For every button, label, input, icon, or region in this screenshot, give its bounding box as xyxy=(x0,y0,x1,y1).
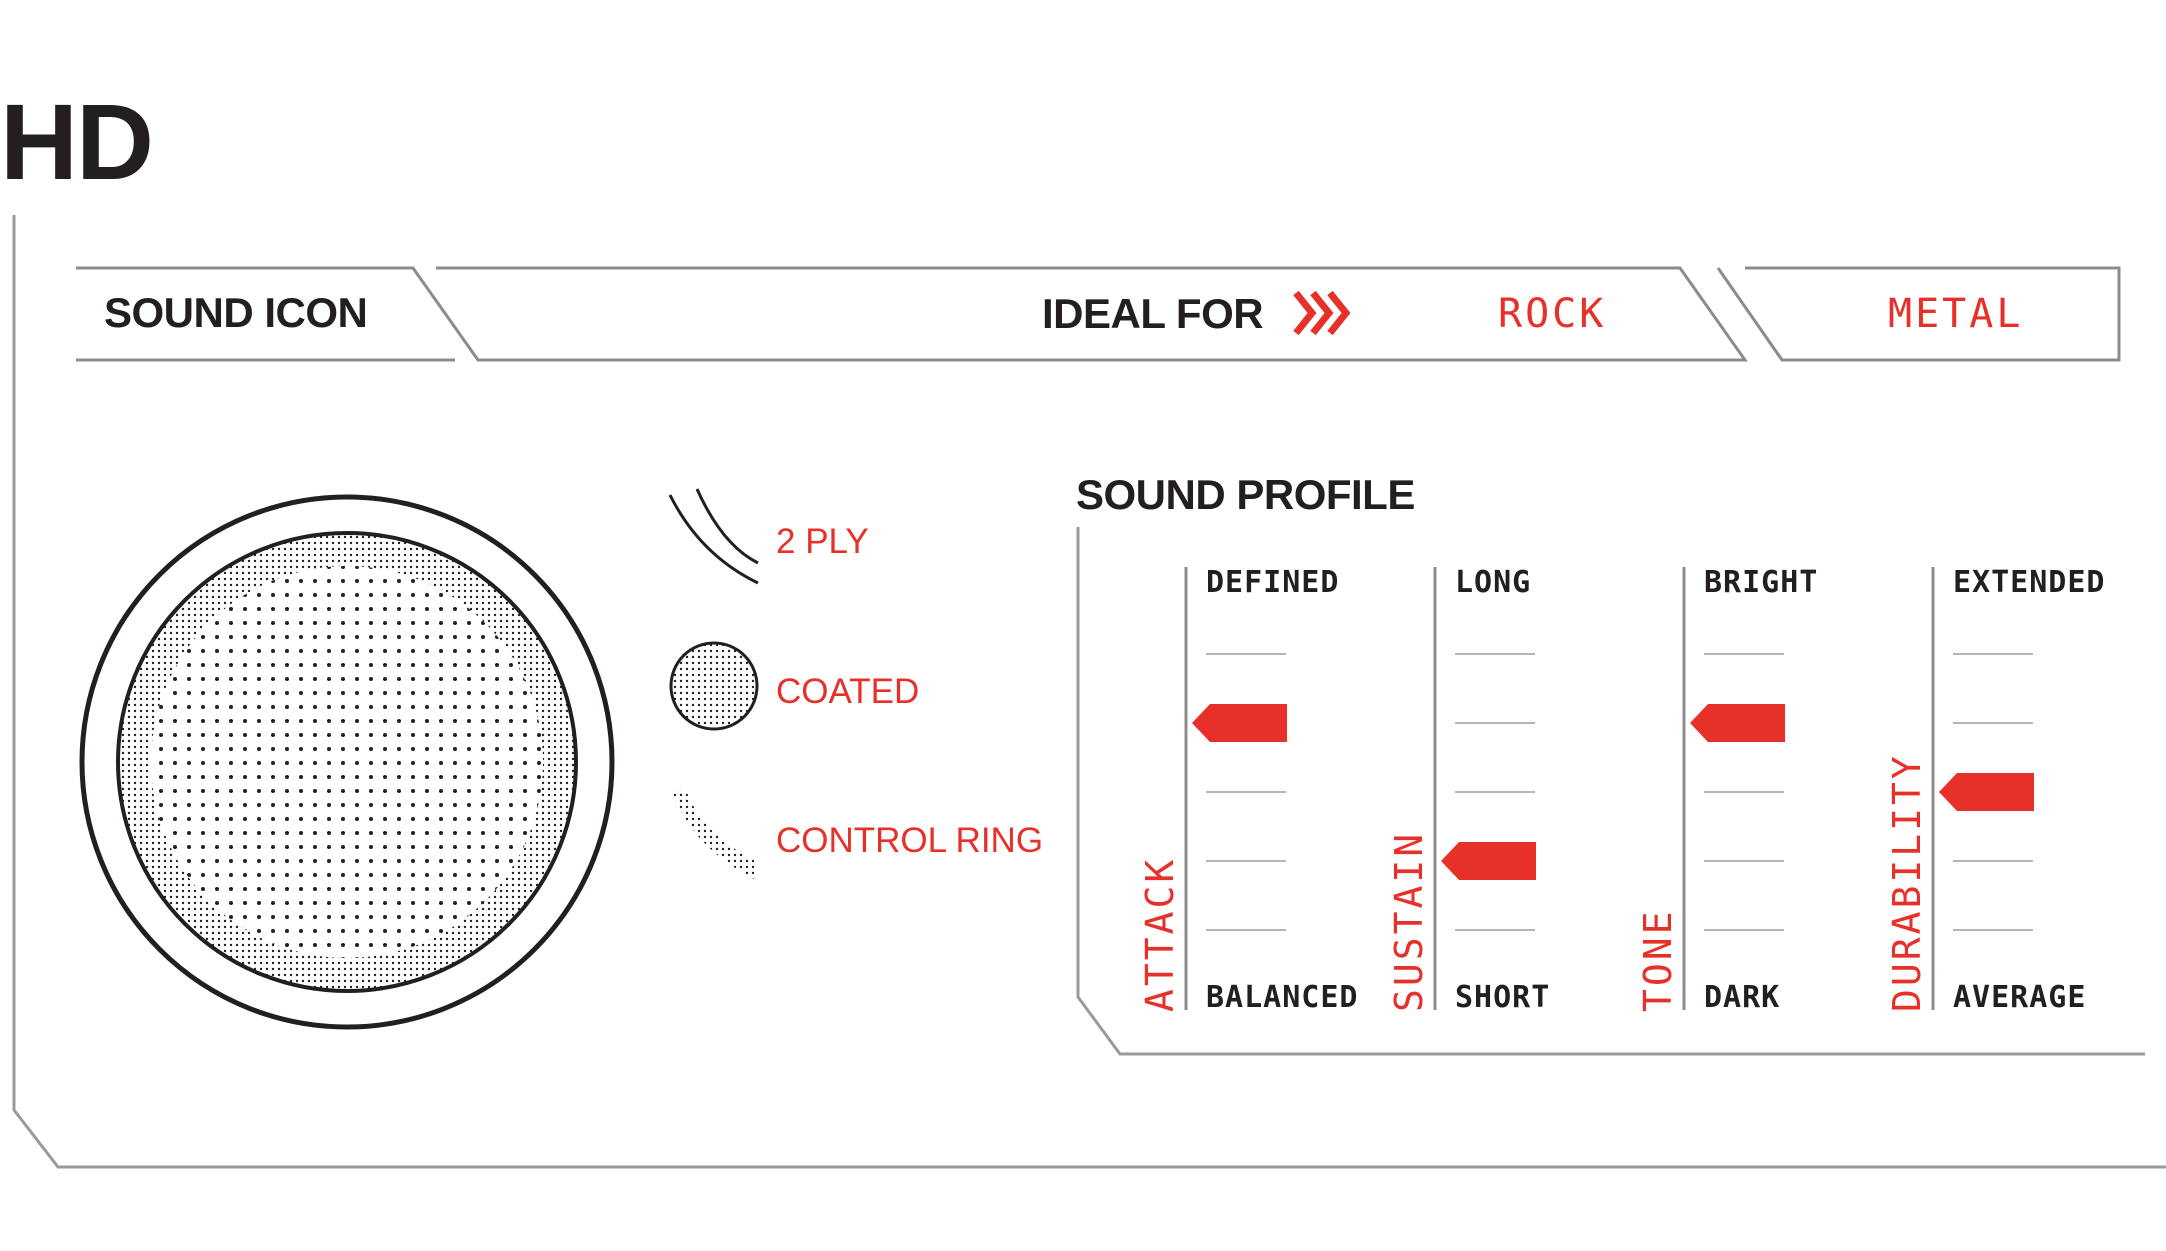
header-bar-main xyxy=(76,266,1748,362)
sustain-top-label: LONG xyxy=(1455,565,1532,600)
sustain-level-indicator xyxy=(1441,842,1536,880)
sound-icon-heading: SOUND ICON xyxy=(104,289,368,336)
durability-scale-name: DURABILITY xyxy=(1885,753,1929,1012)
sound-profile-scales xyxy=(1184,567,2034,1010)
outer-frame xyxy=(12,215,2166,1169)
durability-bottom-label: AVERAGE xyxy=(1953,980,2087,1015)
attack-level-indicator xyxy=(1192,704,1287,742)
attack-bottom-label: BALANCED xyxy=(1206,980,1359,1015)
durability-top-label: EXTENDED xyxy=(1953,565,2106,600)
tone-scale-name: TONE xyxy=(1636,908,1680,1012)
sustain-scale-name: SUSTAIN xyxy=(1387,830,1431,1012)
feature-label-2-ply: 2 PLY xyxy=(776,522,869,561)
sound-profile-frame xyxy=(1076,527,2145,1056)
drum-head-icon xyxy=(79,494,615,1030)
coated-icon xyxy=(669,641,759,731)
chevron-arrows-icon xyxy=(1293,290,1351,336)
attack-scale-name: ATTACK xyxy=(1138,856,1182,1012)
tone-level-indicator xyxy=(1690,704,1785,742)
header-bar-right xyxy=(1716,266,2121,362)
genre-rock: ROCK xyxy=(1498,291,1607,337)
feature-label-coated: COATED xyxy=(776,672,920,711)
ideal-for-heading: IDEAL FOR xyxy=(1042,290,1264,337)
feature-label-control-ring: CONTROL RING xyxy=(776,821,1044,860)
control-ring-icon xyxy=(672,790,756,880)
tone-top-label: BRIGHT xyxy=(1704,565,1819,600)
sound-profile-title: SOUND PROFILE xyxy=(1076,471,1415,518)
genre-metal: METAL xyxy=(1888,291,2024,337)
product-title: HD xyxy=(0,81,154,202)
sustain-bottom-label: SHORT xyxy=(1455,980,1551,1015)
attack-top-label: DEFINED xyxy=(1206,565,1340,600)
two-ply-icon xyxy=(668,488,759,585)
tone-bottom-label: DARK xyxy=(1704,980,1781,1015)
durability-level-indicator xyxy=(1939,773,2034,811)
